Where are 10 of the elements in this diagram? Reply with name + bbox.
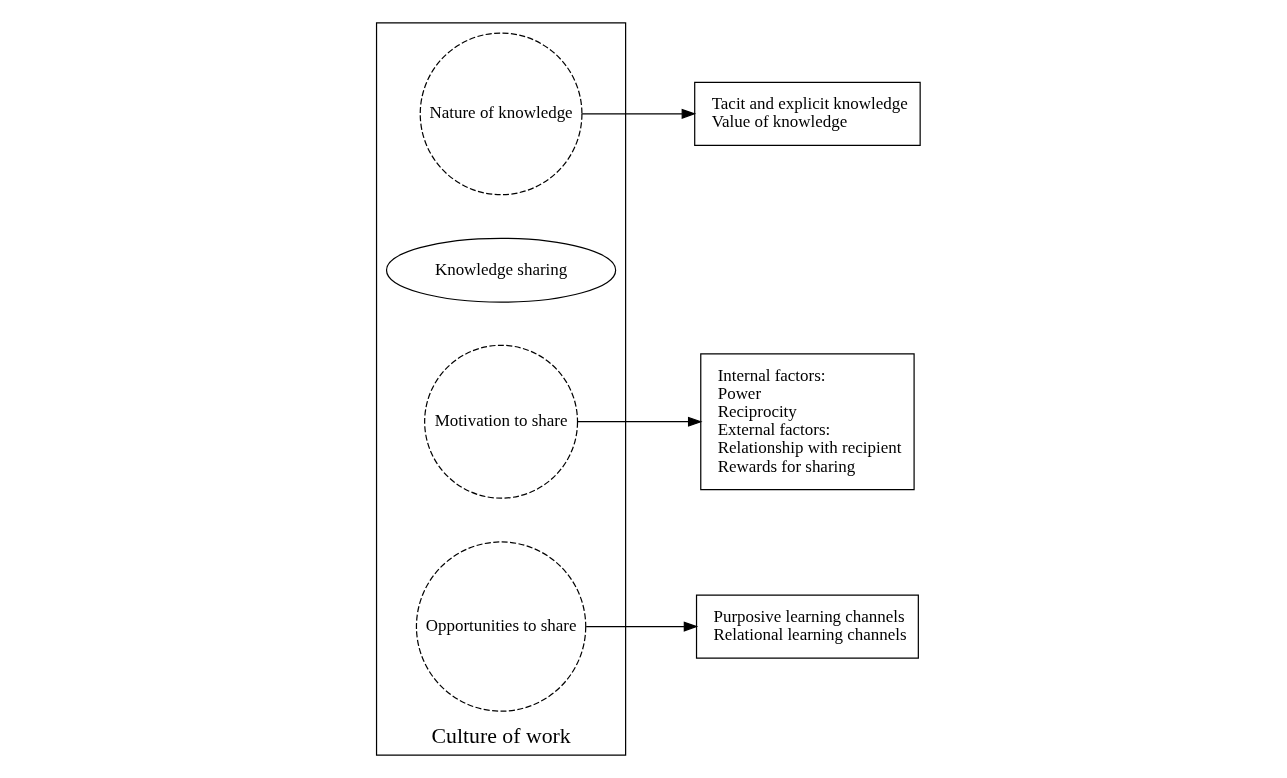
arrow — [585, 621, 699, 632]
arrow — [577, 416, 703, 427]
node-circle: Opportunities to share — [415, 541, 587, 712]
node-box: Tacit and explicit knowledge Value of knowledge — [694, 81, 921, 146]
node-ellipse: Knowledge sharing — [385, 237, 617, 303]
node-circle: Motivation to share — [424, 344, 579, 499]
arrow — [581, 108, 697, 119]
node-box: Internal factors: Power Reciprocity External factors: Relationship with recipient Rewards for sharing — [700, 353, 915, 491]
node-box: Purposive learning channels Relational learning channels — [695, 594, 919, 659]
node-circle: Nature of knowledge — [419, 32, 583, 196]
